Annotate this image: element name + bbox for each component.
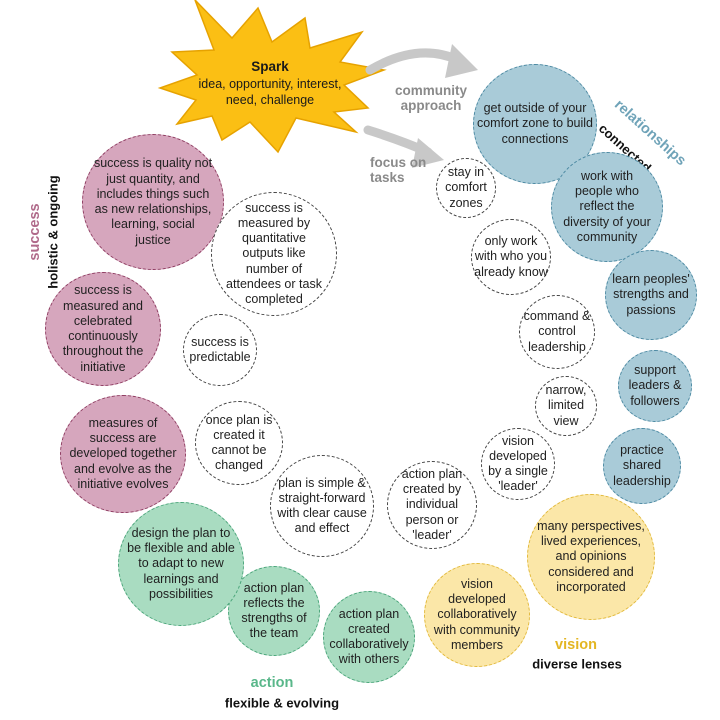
spark-description: idea, opportunity, interest, need, chall… <box>198 76 342 107</box>
success-subtitle: holistic & ongoing <box>45 175 61 289</box>
relationships-circle-2: work with people who reflect the diversi… <box>551 152 663 262</box>
action-title: action <box>250 675 294 691</box>
inner-circle-8: once plan is created it cannot be change… <box>195 401 283 485</box>
vision-circle-1: many perspectives, lived experiences, an… <box>527 494 655 620</box>
community-arrow-head <box>445 44 478 78</box>
community-arrow <box>365 48 463 75</box>
relationships-circle-5: practice shared leadership <box>603 428 681 504</box>
success-circle-2: success is measured and celebrated conti… <box>45 272 161 386</box>
relationships-circle-4: support leaders & followers <box>618 350 692 422</box>
vision-subtitle: diverse lenses <box>532 656 622 672</box>
success-circle-3: success is quality not just quantity, an… <box>82 134 224 270</box>
spark-title: Spark <box>251 59 289 74</box>
inner-circle-2: only work with who you already know <box>471 219 551 295</box>
action-circle-1: action plan created collaboratively with… <box>323 591 415 683</box>
action-circle-3: design the plan to be flexible and able … <box>118 502 244 626</box>
spark-label: Spark idea, opportunity, interest, need,… <box>186 58 354 108</box>
spark-burst <box>157 0 387 154</box>
inner-circle-10: success is measured by quantitative outp… <box>211 192 337 316</box>
action-circle-2: action plan reflects the strengths of th… <box>228 566 320 656</box>
action-subtitle: flexible & evolving <box>224 695 340 711</box>
relationships-circle-3: learn peoples' strengths and passions <box>605 250 697 340</box>
inner-circle-1: stay in comfort zones <box>436 158 496 218</box>
community-approach-label: community approach <box>394 83 467 113</box>
inner-circle-4: narrow, limited view <box>535 376 597 436</box>
vision-title: vision <box>555 637 597 653</box>
vision-circle-2: vision developed collaboratively with co… <box>424 563 530 667</box>
tasks-arrow-head <box>412 138 444 168</box>
inner-circle-5: vision developed by a single 'leader' <box>481 428 555 500</box>
success-circle-1: measures of success are developed togeth… <box>60 395 186 513</box>
inner-circle-6: action plan created by individual person… <box>387 461 477 549</box>
inner-circle-9: success is predictable <box>183 314 257 386</box>
success-title: success <box>27 203 43 261</box>
inner-circle-3: command & control leadership <box>519 295 595 369</box>
inner-circle-7: plan is simple & straight-forward with c… <box>270 455 374 557</box>
focus-on-tasks-label: focus on tasks <box>370 155 427 185</box>
